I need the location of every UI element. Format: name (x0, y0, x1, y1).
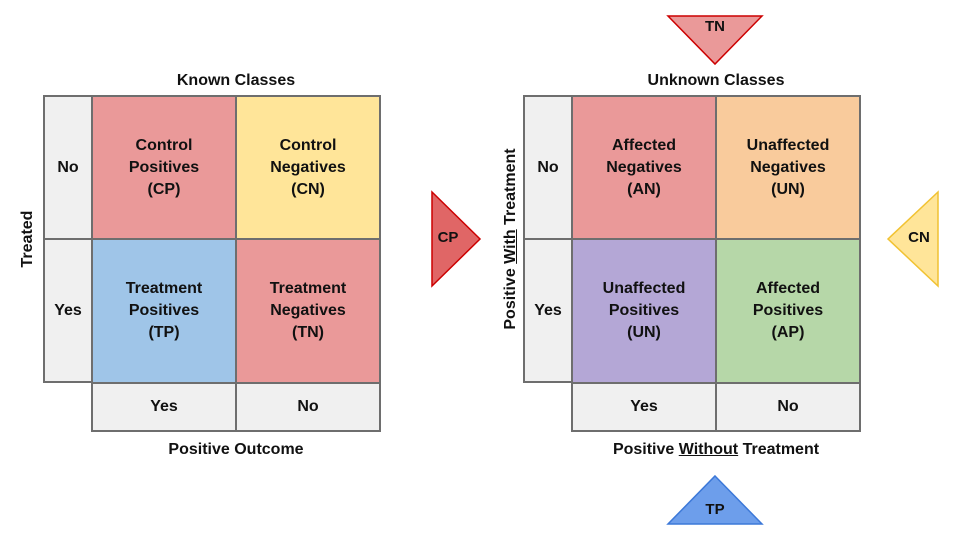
cp-marker-label: CP (437, 229, 459, 246)
tn-marker-label: TN (705, 18, 725, 35)
cp-triangle-marker (431, 190, 482, 288)
left-row-axis-label: Treated (19, 210, 36, 268)
right-row-header-no: No (523, 95, 573, 240)
right-col-axis-label: Positive Without Treatment (612, 441, 820, 458)
left-col-axis-label: Positive Outcome (168, 441, 304, 458)
left-col-header-no: No (235, 382, 381, 432)
right-matrix-title: Unknown Classes (647, 72, 785, 89)
left-row-header-no: No (43, 95, 93, 240)
right-row-axis-label: Positive With Treatment (502, 148, 519, 330)
left-matrix-title: Known Classes (176, 72, 296, 89)
tp-marker-label: TP (705, 501, 725, 518)
right-col-header-no: No (715, 382, 861, 432)
tp-triangle-marker (666, 474, 764, 525)
left-col-header-yes: Yes (91, 382, 237, 432)
right-col-header-yes: Yes (571, 382, 717, 432)
left-row-header-yes: Yes (43, 238, 93, 383)
cn-marker-label: CN (908, 229, 930, 246)
cn-triangle-marker (886, 190, 939, 288)
right-row-header-yes: Yes (523, 238, 573, 383)
tn-triangle-marker (666, 15, 764, 66)
